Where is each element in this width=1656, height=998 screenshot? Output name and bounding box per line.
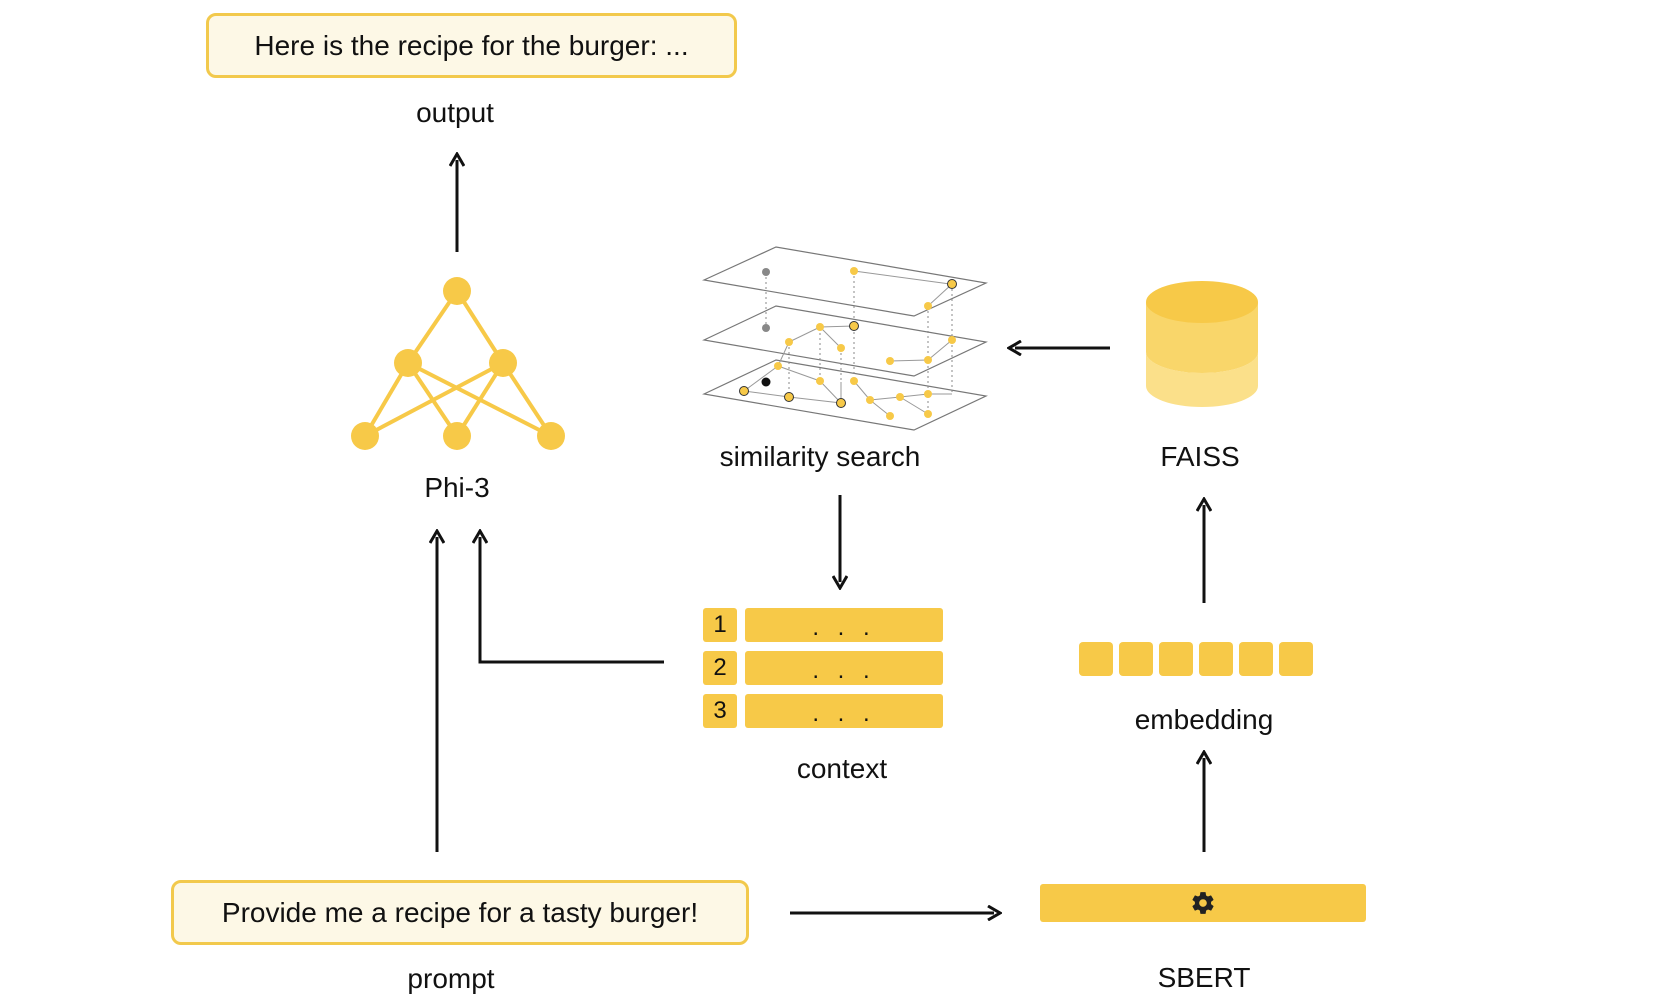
network-icon <box>351 277 565 450</box>
database-icon <box>1146 281 1258 407</box>
model-label: Phi-3 <box>424 472 490 503</box>
context-row-3-number: 3 <box>703 694 737 728</box>
embedding-cell <box>1199 642 1233 676</box>
prompt-text: Provide me a recipe for a tasty burger! <box>221 896 699 928</box>
context-row-2-bar: . . . <box>745 651 943 685</box>
embedding-label: embedding <box>1134 704 1274 735</box>
embedding-cell <box>1079 642 1113 676</box>
output-text: Here is the recipe for the burger: ... <box>254 29 689 61</box>
faiss-label: FAISS <box>1160 441 1240 472</box>
context-row-1-bar: . . . <box>745 608 943 642</box>
embedding-cell <box>1159 642 1193 676</box>
embedding-cell <box>1239 642 1273 676</box>
context-row-2-number: 2 <box>703 651 737 685</box>
arrow-context-to-model <box>480 537 664 664</box>
similarity-search-icon <box>701 246 989 431</box>
context-label: context <box>796 753 888 784</box>
output-box: Here is the recipe for the burger: ... <box>206 13 737 78</box>
prompt-label: prompt <box>407 963 495 994</box>
gear-icon <box>1192 892 1214 914</box>
sbert-bar <box>1040 884 1366 922</box>
embedding-cell <box>1279 642 1313 676</box>
context-row-3-bar: . . . <box>745 694 943 728</box>
output-label: output <box>416 97 494 128</box>
sbert-label: SBERT <box>1157 962 1251 993</box>
context-row-1-number: 1 <box>703 608 737 642</box>
embedding-cell <box>1119 642 1153 676</box>
similarity-search-label: similarity search <box>719 441 921 472</box>
prompt-box: Provide me a recipe for a tasty burger! <box>171 880 749 945</box>
